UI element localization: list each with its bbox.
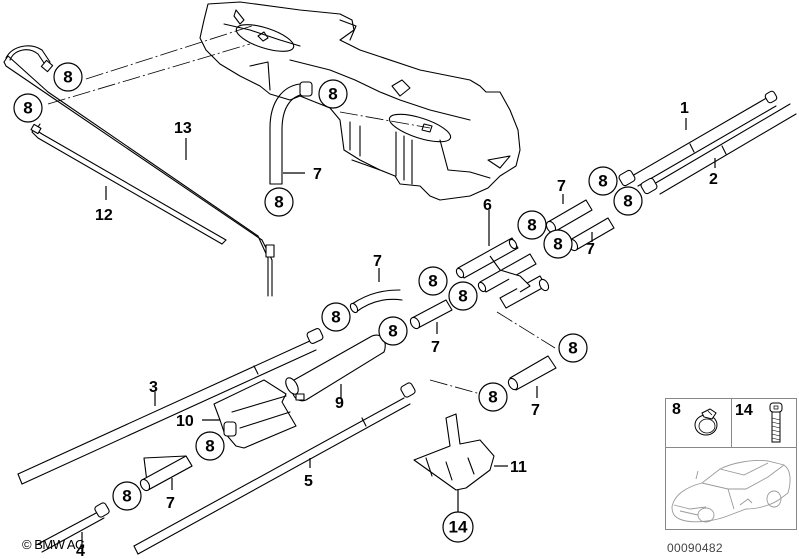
callout-clamp[interactable]: 8 bbox=[53, 62, 83, 92]
part-label-4: 4 bbox=[76, 543, 85, 559]
part-label-1: 1 bbox=[680, 100, 689, 117]
reference-line bbox=[85, 24, 256, 80]
callout-clamp[interactable]: 8 bbox=[13, 93, 43, 123]
callout-clamp[interactable]: 8 bbox=[613, 186, 643, 216]
bracket-part-11 bbox=[413, 413, 495, 491]
svg-text:8: 8 bbox=[331, 308, 340, 327]
callout-clamp[interactable]: 8 bbox=[321, 302, 351, 332]
svg-text:8: 8 bbox=[553, 235, 562, 254]
callout-screw[interactable]: 14 bbox=[442, 511, 474, 543]
legend-number: 8 bbox=[672, 401, 681, 418]
svg-text:8: 8 bbox=[63, 68, 72, 87]
diagram-id: 00090482 bbox=[667, 541, 723, 555]
hose-part-7-curved-small bbox=[349, 289, 403, 314]
callout-clamp[interactable]: 8 bbox=[318, 79, 348, 109]
part-label-7: 7 bbox=[531, 402, 540, 419]
leader-lines bbox=[81, 118, 716, 545]
hose-clamp-icon bbox=[694, 408, 718, 436]
part-label-9: 9 bbox=[335, 395, 344, 412]
callout-clamp[interactable]: 8 bbox=[588, 166, 618, 196]
part-label-11: 11 bbox=[510, 459, 527, 476]
svg-text:8: 8 bbox=[527, 216, 536, 235]
reference-line bbox=[47, 43, 251, 105]
svg-text:8: 8 bbox=[23, 99, 32, 118]
connector-part-6 bbox=[455, 237, 550, 309]
svg-text:8: 8 bbox=[623, 192, 632, 211]
svg-text:14: 14 bbox=[449, 518, 468, 537]
svg-text:8: 8 bbox=[428, 272, 437, 291]
legend-divider bbox=[731, 399, 732, 447]
svg-text:8: 8 bbox=[458, 287, 467, 306]
reference-line bbox=[339, 111, 431, 129]
svg-text:8: 8 bbox=[205, 437, 214, 456]
reference-line bbox=[496, 311, 556, 349]
screw-icon bbox=[769, 402, 783, 443]
callout-clamp[interactable]: 8 bbox=[543, 229, 573, 259]
callout-clamp[interactable]: 8 bbox=[112, 481, 142, 511]
part-label-12: 12 bbox=[95, 207, 113, 224]
pipe-part-2 bbox=[640, 103, 797, 195]
callout-clamp[interactable]: 8 bbox=[195, 431, 225, 461]
pipe-part-13 bbox=[3, 45, 275, 297]
fuel-tank bbox=[199, 1, 521, 201]
part-label-6: 6 bbox=[483, 197, 492, 214]
svg-text:8: 8 bbox=[488, 388, 497, 407]
svg-text:8: 8 bbox=[598, 172, 607, 191]
callout-clamp[interactable]: 8 bbox=[418, 266, 448, 296]
legend-box: 8 14 bbox=[665, 398, 797, 530]
bracket-part-10 bbox=[213, 379, 297, 449]
svg-text:8: 8 bbox=[568, 339, 577, 358]
hose-part-7 bbox=[139, 455, 193, 492]
svg-text:8: 8 bbox=[274, 193, 283, 212]
hose-part-7 bbox=[545, 199, 593, 234]
part-label-7: 7 bbox=[557, 178, 566, 195]
hose-part-7-curved bbox=[269, 81, 313, 185]
hose-part-7 bbox=[507, 355, 557, 391]
part-label-3: 3 bbox=[149, 379, 158, 396]
part-label-13: 13 bbox=[174, 120, 192, 137]
pipe-part-4 bbox=[37, 502, 110, 553]
pipe-part-5 bbox=[133, 382, 416, 555]
part-label-10: 10 bbox=[176, 413, 194, 430]
callout-clamp[interactable]: 8 bbox=[448, 281, 478, 311]
callouts: 8 8 8 8 8 8 8 8 8 8 8 8 8 8 8 8 14 bbox=[13, 62, 643, 543]
callout-clamp[interactable]: 8 bbox=[558, 333, 588, 363]
part-label-7: 7 bbox=[313, 166, 322, 183]
part-label-5: 5 bbox=[304, 473, 313, 490]
legend-number: 14 bbox=[735, 402, 753, 419]
callout-clamp[interactable]: 8 bbox=[517, 210, 547, 240]
svg-text:8: 8 bbox=[328, 85, 337, 104]
pipe-part-1 bbox=[618, 90, 778, 187]
legend-parts-row: 8 14 bbox=[666, 399, 796, 448]
part-label-7: 7 bbox=[431, 339, 440, 356]
fuel-filter-part-9 bbox=[285, 334, 386, 402]
pipe-part-12 bbox=[30, 123, 227, 245]
part-label-7: 7 bbox=[166, 495, 175, 512]
pipe-part-3 bbox=[17, 328, 324, 485]
copyright-notice: © BMW AG bbox=[22, 537, 85, 552]
part-label-7: 7 bbox=[586, 241, 595, 258]
svg-text:8: 8 bbox=[122, 487, 131, 506]
part-label-7: 7 bbox=[373, 253, 382, 270]
callout-clamp[interactable]: 8 bbox=[264, 187, 294, 217]
part-label-2: 2 bbox=[709, 171, 718, 188]
callout-clamp[interactable]: 8 bbox=[378, 316, 408, 346]
svg-text:8: 8 bbox=[388, 322, 397, 341]
part-number-labels: 1 2 3 4 5 6 7 7 7 7 7 7 7 9 10 11 12 13 bbox=[76, 100, 718, 559]
hose-part-7 bbox=[409, 299, 453, 330]
car-coupe-icon bbox=[671, 460, 791, 523]
callout-clamp[interactable]: 8 bbox=[478, 382, 508, 412]
